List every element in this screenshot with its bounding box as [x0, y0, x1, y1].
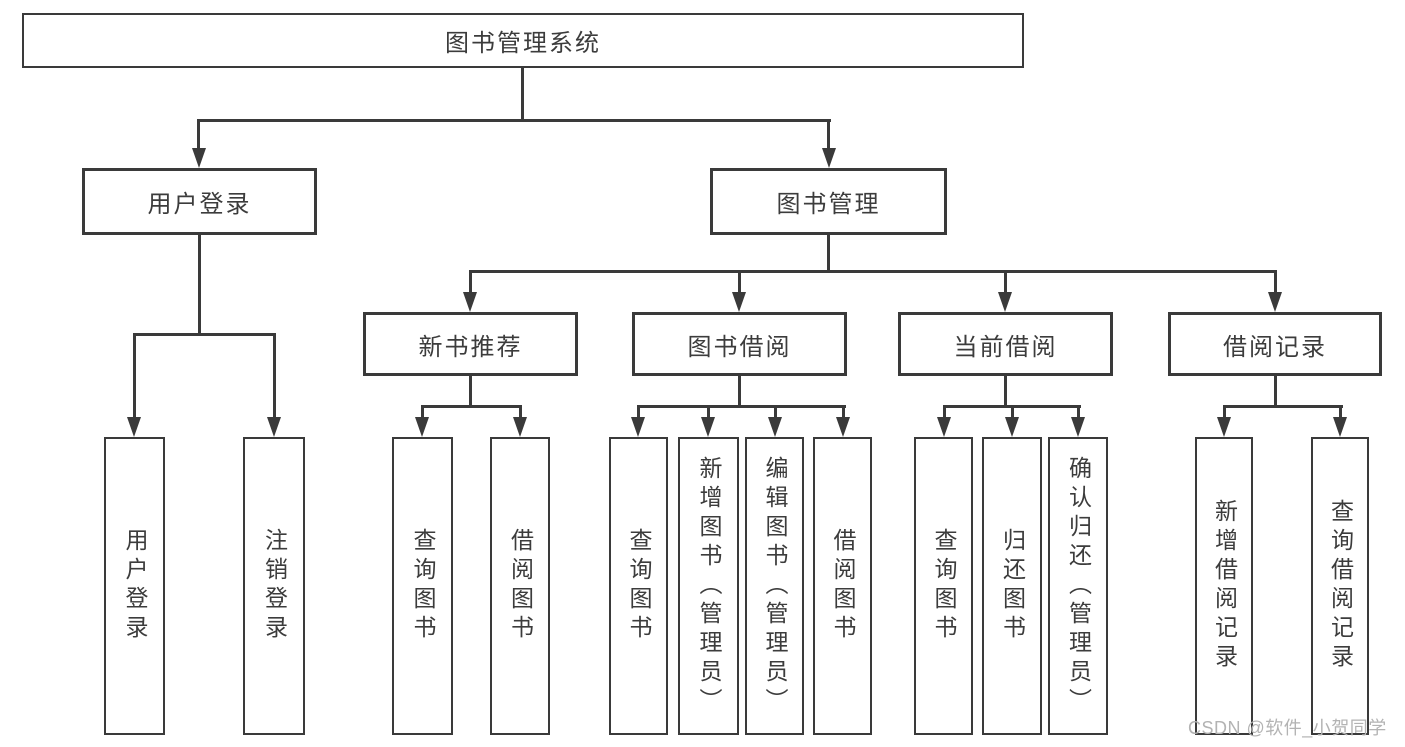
leaf-label: 编辑图书（管理员） [762, 455, 788, 717]
connector-line [469, 270, 472, 294]
leaf-label: 新增图书（管理员） [696, 455, 722, 717]
leaf-label: 用户登录 [122, 528, 148, 644]
node-label: 当前借阅 [953, 333, 1058, 361]
leaf-label: 注销登录 [261, 528, 288, 644]
connector-line [133, 333, 136, 419]
leaf-confirm-return-admin: 确认归还（管理员） [1048, 437, 1108, 735]
leaf-label: 查询借阅记录 [1327, 499, 1354, 673]
arrow-down-icon [513, 417, 527, 437]
arrow-down-icon [1268, 292, 1282, 312]
connector-line [133, 333, 276, 336]
connector-line [198, 233, 201, 336]
leaf-label: 查询图书 [410, 528, 436, 644]
connector-line [827, 119, 830, 150]
leaf-label: 借阅图书 [507, 528, 534, 644]
node-book-management: 图书管理 [710, 168, 947, 235]
node-borrowing-records: 借阅记录 [1168, 312, 1382, 376]
arrow-down-icon [631, 417, 645, 437]
arrow-down-icon [836, 417, 850, 437]
arrow-down-icon [998, 292, 1012, 312]
leaf-label: 查询图书 [626, 528, 652, 644]
connector-line [1339, 405, 1342, 419]
connector-line [738, 270, 741, 294]
leaf-borrow-books-recommend: 借阅图书 [490, 437, 550, 735]
leaf-label: 借阅图书 [830, 528, 856, 644]
node-library-management-system: 图书管理系统 [22, 13, 1024, 68]
leaf-add-borrow-record: 新增借阅记录 [1195, 437, 1253, 735]
arrow-down-icon [267, 417, 281, 437]
connector-line [1223, 405, 1226, 419]
arrow-down-icon [822, 148, 836, 168]
connector-line [469, 374, 472, 408]
connector-line [1274, 270, 1277, 294]
connector-line [1004, 270, 1007, 294]
node-user-login: 用户登录 [82, 168, 317, 235]
node-label: 图书借阅 [687, 333, 792, 361]
connector-line [1274, 374, 1277, 408]
arrow-down-icon [415, 417, 429, 437]
leaf-label: 新增借阅记录 [1211, 499, 1238, 673]
connector-line [197, 119, 200, 150]
leaf-user-login: 用户登录 [104, 437, 165, 735]
arrow-down-icon [192, 148, 206, 168]
leaf-query-books-current: 查询图书 [914, 437, 973, 735]
leaf-return-books: 归还图书 [982, 437, 1042, 735]
leaf-add-books-admin: 新增图书（管理员） [678, 437, 739, 735]
connector-line [842, 405, 845, 419]
connector-line [519, 405, 522, 419]
connector-line [1077, 405, 1080, 419]
leaf-query-books-borrow: 查询图书 [609, 437, 668, 735]
connector-line [1004, 374, 1007, 408]
arrow-down-icon [937, 417, 951, 437]
node-current-borrowing: 当前借阅 [898, 312, 1113, 376]
connector-line [1223, 405, 1343, 408]
arrow-down-icon [1005, 417, 1019, 437]
node-label: 图书管理系统 [445, 30, 601, 57]
leaf-query-books-recommend: 查询图书 [392, 437, 453, 735]
node-label: 用户登录 [147, 191, 252, 218]
arrow-down-icon [701, 417, 715, 437]
arrow-down-icon [1071, 417, 1085, 437]
leaf-logout-login: 注销登录 [243, 437, 305, 735]
leaf-label: 查询图书 [931, 528, 957, 644]
connector-line [738, 374, 741, 408]
arrow-down-icon [463, 292, 477, 312]
watermark-csdn: CSDN @软件_小贺同学 [1188, 718, 1387, 738]
node-label: 图书管理 [776, 191, 881, 218]
arrow-down-icon [1217, 417, 1231, 437]
arrow-down-icon [1333, 417, 1347, 437]
connector-line [943, 405, 946, 419]
connector-line [421, 405, 424, 419]
connector-line [197, 119, 831, 122]
connector-line [421, 405, 522, 408]
connector-line [827, 233, 830, 273]
leaf-query-borrow-record: 查询借阅记录 [1311, 437, 1369, 735]
leaf-borrow-books: 借阅图书 [813, 437, 872, 735]
connector-line [469, 270, 1277, 273]
connector-line [273, 333, 276, 419]
connector-line [774, 405, 777, 419]
connector-line [637, 405, 846, 408]
node-book-borrowing: 图书借阅 [632, 312, 847, 376]
arrow-down-icon [732, 292, 746, 312]
leaf-label: 确认归还（管理员） [1065, 455, 1092, 717]
arrow-down-icon [127, 417, 141, 437]
connector-line [707, 405, 710, 419]
node-new-book-recommendation: 新书推荐 [363, 312, 578, 376]
connector-line [521, 66, 524, 122]
leaf-label: 归还图书 [999, 528, 1026, 644]
connector-line [1011, 405, 1014, 419]
node-label: 借阅记录 [1223, 333, 1327, 361]
node-label: 新书推荐 [418, 333, 523, 361]
leaf-edit-books-admin: 编辑图书（管理员） [745, 437, 804, 735]
connector-line [637, 405, 640, 419]
arrow-down-icon [768, 417, 782, 437]
